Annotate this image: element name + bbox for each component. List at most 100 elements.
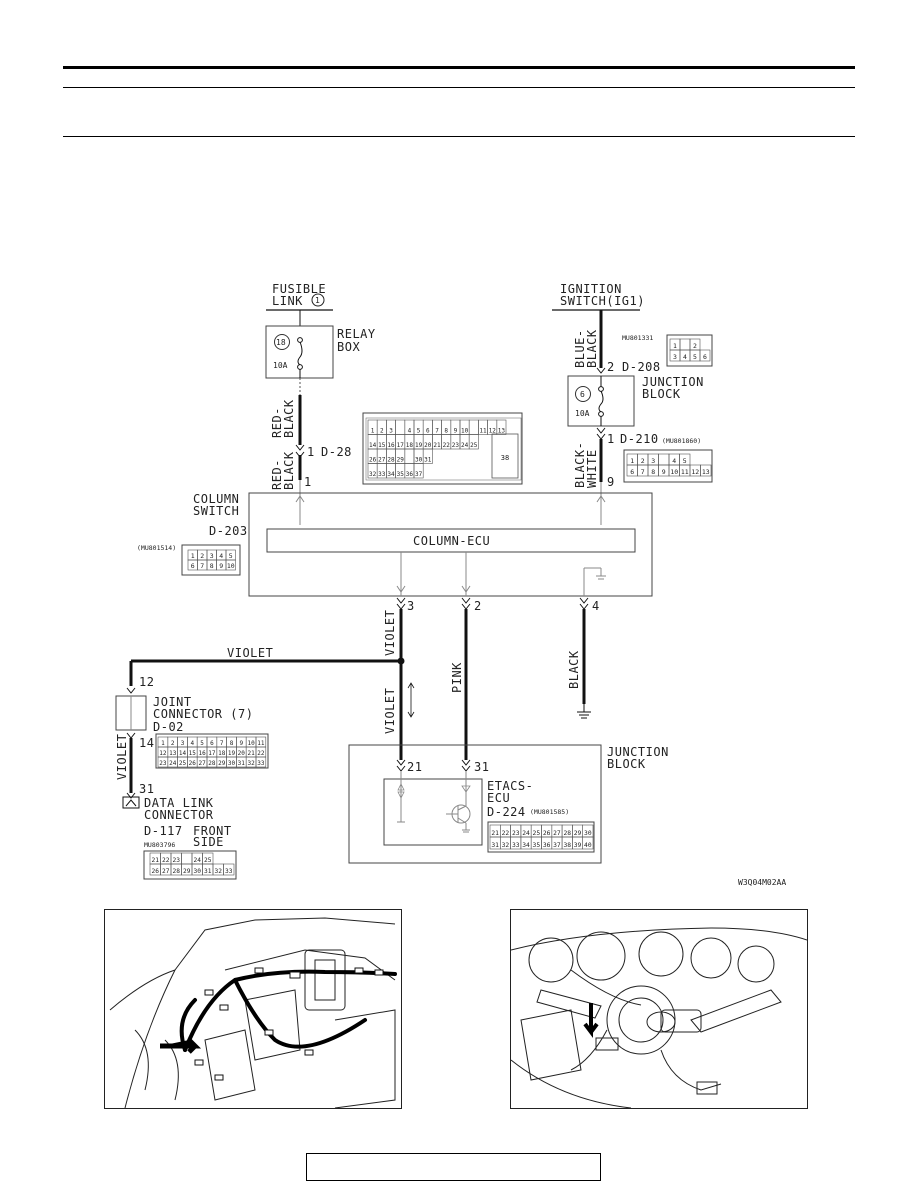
connector-pin-number: 21 xyxy=(152,857,160,864)
relay-box-label-2: BOX xyxy=(337,340,360,354)
connector-pin-number: 24 xyxy=(194,857,202,864)
connector-cavity xyxy=(422,448,433,464)
ignition-switch-label-1: IGNITION xyxy=(560,282,622,296)
violet-left-label: VIOLET xyxy=(115,734,129,780)
connector-pin-number: 4 xyxy=(408,428,412,435)
d208-pin: 2 xyxy=(607,360,615,374)
junction-block-bottom-outline xyxy=(348,744,602,864)
connector-pin-number: 5 xyxy=(417,428,421,435)
header-thin-rule xyxy=(63,87,855,88)
connector-pin-number: 30 xyxy=(228,760,236,767)
connector-pin-number: 24 xyxy=(461,442,469,449)
connector-pin-number: 11 xyxy=(257,740,265,747)
relay-fuse-number-circle xyxy=(274,334,290,350)
etacs-ecu-id: D-224 xyxy=(487,805,526,819)
connector-pin-number: 38 xyxy=(501,454,509,462)
connector-cavity xyxy=(700,464,712,477)
joint-connector: 12 14 JOINT CONNECTOR (7) D-02 xyxy=(115,675,253,750)
d208-connector-symbol xyxy=(596,367,606,374)
connector-pin-number: 33 xyxy=(257,760,265,767)
column-switch-illustration xyxy=(510,909,808,1109)
connector-cavity xyxy=(404,448,415,464)
connector-pin-number: 26 xyxy=(543,830,551,837)
connector-pin-number: 2 xyxy=(380,428,384,435)
connector-pin-number: 23 xyxy=(452,442,460,449)
dlc-side-1: FRONT xyxy=(193,824,232,838)
column-pin-1: 1 xyxy=(304,475,312,489)
connector-pin-number: 18 xyxy=(218,750,226,757)
relay-fuse-terminal-top xyxy=(297,337,303,343)
connector-pin-number: 12 xyxy=(691,468,699,476)
connector-pin-number: 27 xyxy=(162,868,170,875)
connector-pin-number: 31 xyxy=(238,760,246,767)
violet-col3-lower-label: VIOLET xyxy=(383,688,397,734)
left-stalk xyxy=(536,989,602,1019)
connector-pin-number: 8 xyxy=(444,428,448,435)
joint-pin-12: 12 xyxy=(139,675,154,689)
connector-pin-number: 14 xyxy=(369,442,377,449)
connector-pin-number: 6 xyxy=(630,468,634,476)
d208-id: D-208 xyxy=(622,360,661,374)
connector-pin-number: 6 xyxy=(703,353,707,361)
connector-pin-number: 30 xyxy=(415,457,423,464)
connector-pin-number: 5 xyxy=(200,740,204,747)
connector-pin-number: 20 xyxy=(424,442,432,449)
data-link-connector: DATA LINK CONNECTOR D-117 FRONT SIDE MU8… xyxy=(122,796,237,880)
pin3-connector xyxy=(396,597,406,610)
connector-pin-number: 19 xyxy=(415,442,423,449)
connector-cavity xyxy=(468,434,479,450)
connector-pin-number: 25 xyxy=(179,760,187,767)
column-pin-3: 3 xyxy=(407,599,415,613)
connector-cavity xyxy=(181,852,193,865)
junction-bottom-label-1: JUNCTION xyxy=(607,745,669,759)
connector-pin-number: 2 xyxy=(693,342,697,350)
connector-pin-number: 16 xyxy=(387,442,395,449)
connector-pin-number: 34 xyxy=(522,842,530,849)
connector-cavity xyxy=(699,349,711,362)
d210-part: (MU801860) xyxy=(662,437,701,445)
connector-pin-number: 26 xyxy=(189,760,197,767)
connector-pin-number: 21 xyxy=(433,442,441,449)
d203-part: (MU801514) xyxy=(137,544,176,552)
connector-pin-number: 4 xyxy=(683,353,687,361)
joint-connector-id: D-02 xyxy=(153,720,184,734)
connector-pin-number: 8 xyxy=(651,468,655,476)
connector-pin-number: 27 xyxy=(378,457,386,464)
connector-pin-number: 10 xyxy=(227,562,235,570)
connector-cavity xyxy=(679,338,691,351)
dashboard-harness-drawing xyxy=(109,917,397,1109)
connector-pin-number: 3 xyxy=(389,428,393,435)
d28-id: D-28 xyxy=(321,445,352,459)
etacs-ecu-label-1: ETACS- xyxy=(487,779,533,793)
connector-pin-number: 6 xyxy=(191,562,195,570)
d224-part: (MU801585) xyxy=(530,808,569,816)
connector-pin-number: 26 xyxy=(369,457,377,464)
dlc-label-1: DATA LINK xyxy=(144,796,214,810)
junction-fuse-rating: 10A xyxy=(575,409,590,418)
connector-pin-number: 3 xyxy=(651,457,655,465)
connector-pin-number: 19 xyxy=(228,750,236,757)
red-black-upper-label-1: RED- xyxy=(270,407,284,438)
dlc-side-2: SIDE xyxy=(193,835,224,849)
connector-pin-number: 1 xyxy=(673,342,677,350)
connector-pin-number: 24 xyxy=(522,830,530,837)
connector-pin-number: 39 xyxy=(574,842,582,849)
connector-pin-number: 11 xyxy=(479,428,487,435)
black-white-label-2: WHITE xyxy=(585,449,599,488)
connector-pin-number: 35 xyxy=(533,842,541,849)
connector-cavity xyxy=(225,559,236,571)
connector-pin-number: 11 xyxy=(681,468,689,476)
column-pin-9: 9 xyxy=(607,475,615,489)
connector-pin-number: 27 xyxy=(553,830,561,837)
connector-pin-number: 29 xyxy=(397,457,405,464)
connector-cavity xyxy=(255,756,267,768)
connector-pin-number: 9 xyxy=(219,562,223,570)
connector-pin-number: 29 xyxy=(183,868,191,875)
connector-pin-number: 21 xyxy=(247,750,255,757)
connector-pin-number: 17 xyxy=(397,442,405,449)
column-switch-id: D-203 xyxy=(209,524,248,538)
connector-pin-number: 2 xyxy=(200,552,204,560)
ground-symbol xyxy=(577,704,591,719)
